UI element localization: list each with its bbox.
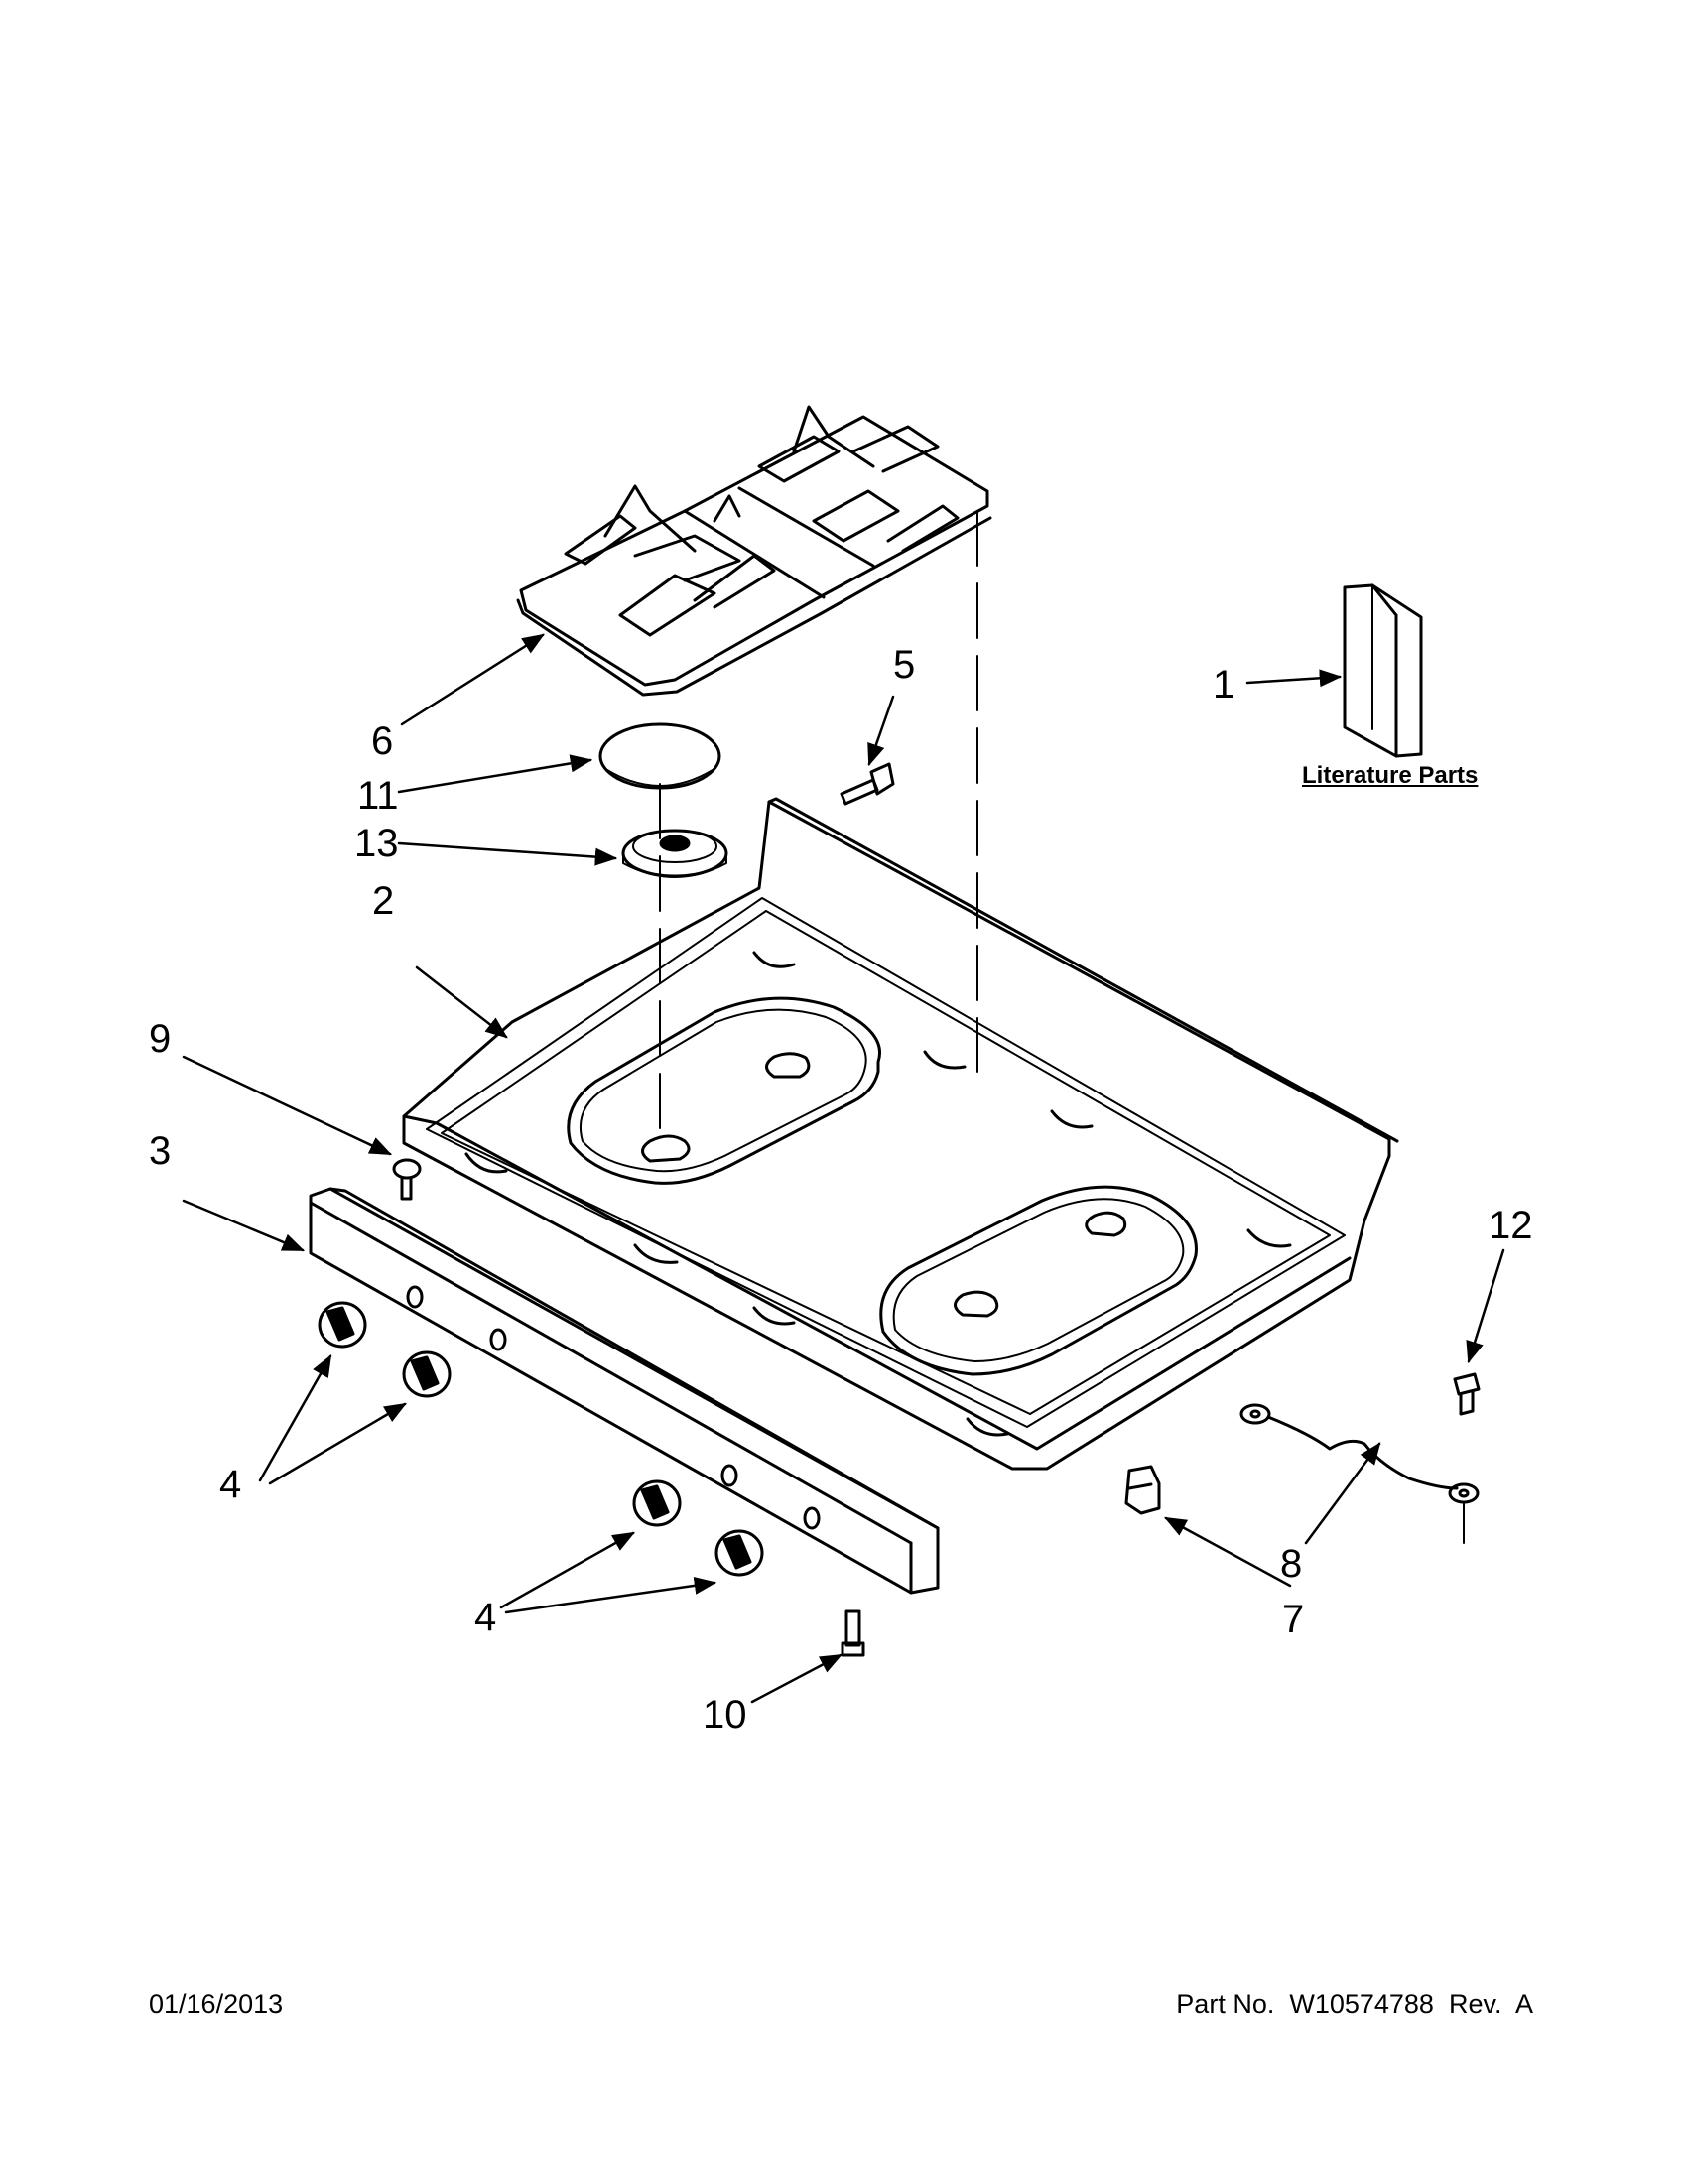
callout-7: 7 (1282, 1598, 1305, 1641)
callout-8: 8 (1280, 1542, 1303, 1586)
callout-1: 1 (1213, 663, 1235, 707)
control-knob (632, 1479, 682, 1527)
callout-9: 9 (149, 1017, 172, 1061)
callout-10: 10 (703, 1693, 747, 1736)
screw-5 (840, 762, 895, 806)
callout-4: 4 (474, 1596, 497, 1639)
screw-10 (841, 1609, 865, 1657)
burner-grate (516, 405, 992, 697)
cooktop-panel (402, 797, 1399, 1471)
callout-3: 3 (149, 1129, 172, 1173)
burner-head (621, 829, 728, 878)
control-knob (318, 1301, 367, 1349)
callout-5: 5 (893, 643, 916, 687)
control-panel (309, 1187, 940, 1595)
burner-cap (598, 722, 721, 790)
ground-wire (1239, 1403, 1480, 1504)
literature-parts-book (1343, 583, 1423, 758)
callout-4: 4 (219, 1463, 242, 1506)
bracket-7 (1124, 1465, 1161, 1515)
callout-12: 12 (1489, 1204, 1533, 1247)
callout-6: 6 (371, 719, 394, 763)
callout-11: 11 (357, 774, 399, 818)
control-knob (714, 1529, 764, 1577)
control-knob (402, 1350, 452, 1398)
footer-part-number: Part No. W10574788 Rev. A (1176, 1990, 1533, 2019)
screw-9 (392, 1158, 422, 1201)
screw-12 (1453, 1372, 1481, 1416)
leader-arrows (182, 633, 1505, 1704)
callout-2: 2 (372, 879, 395, 923)
literature-parts-label: Literature Parts (1302, 762, 1479, 789)
callout-13: 13 (354, 822, 399, 865)
footer-date: 01/16/2013 (149, 1990, 284, 2019)
